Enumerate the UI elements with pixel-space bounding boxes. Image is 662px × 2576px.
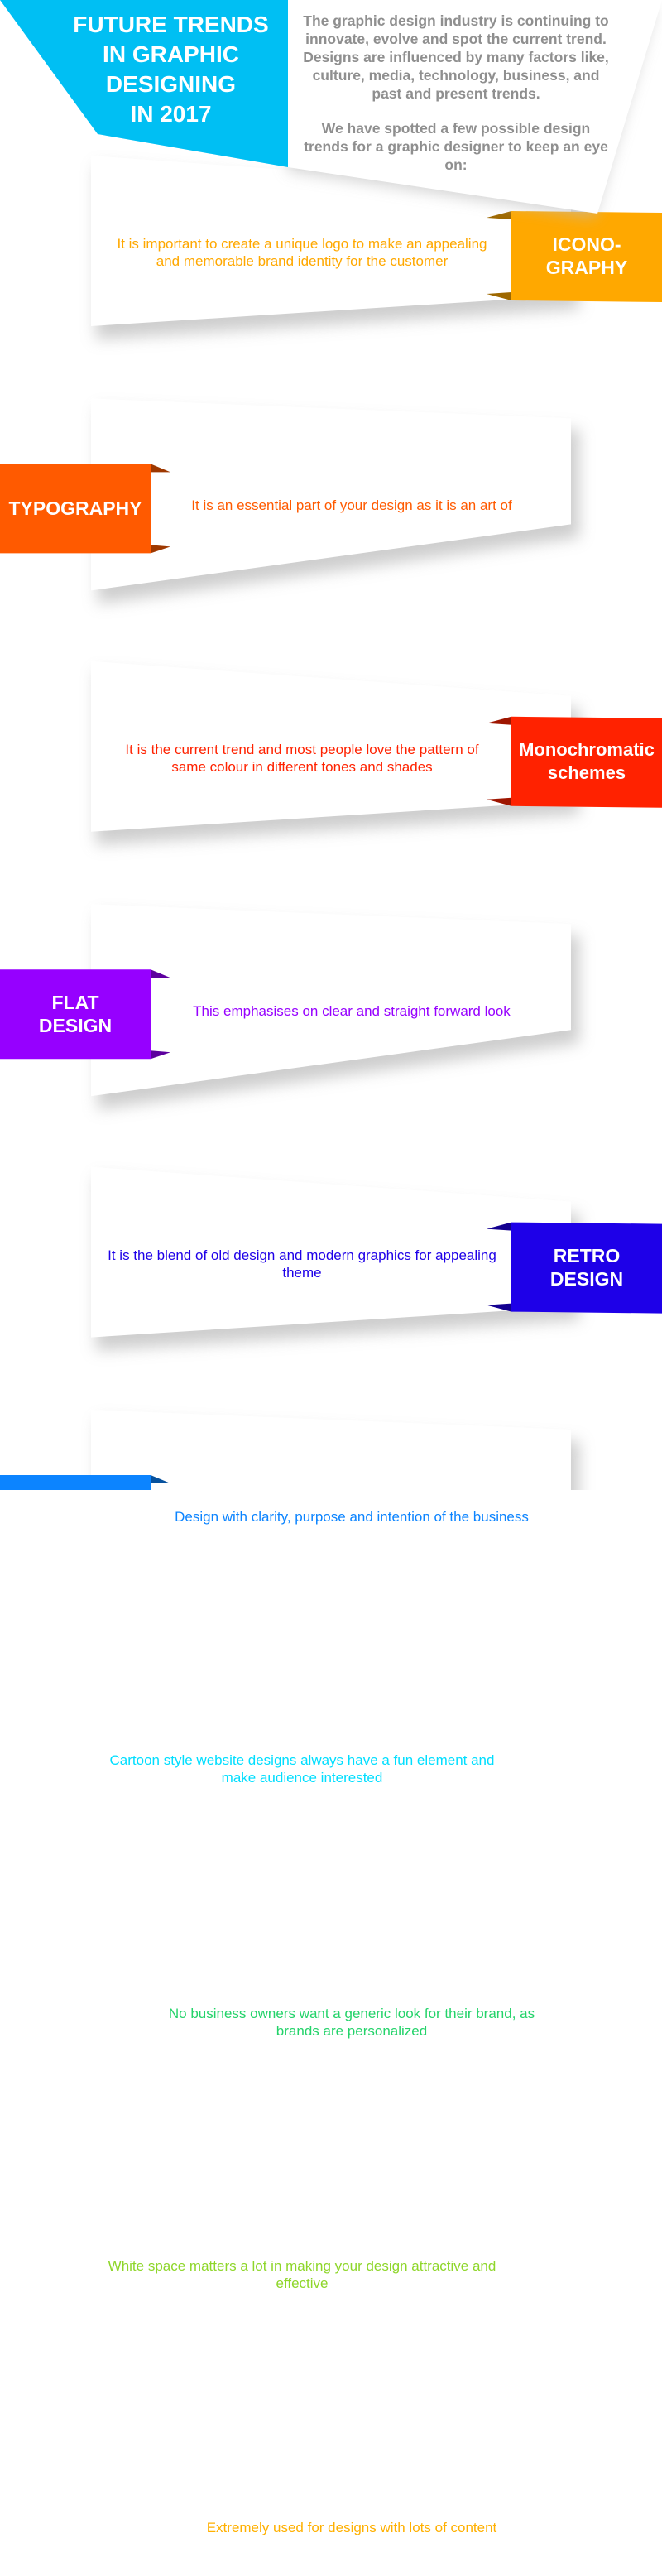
trend-description: Extremely used for designs with lots of … — [206, 2520, 497, 2536]
title-banner — [0, 0, 288, 167]
trend-ribbon — [511, 716, 662, 808]
trend-label-line: Layouts — [38, 2531, 113, 2554]
intro-paragraph-1: The graphic design industry is continuin… — [303, 12, 609, 102]
ribbon-fold — [487, 1222, 511, 1231]
trend-label-line: RETRO — [553, 1244, 621, 1266]
ribbon-fold — [487, 797, 511, 806]
intro-text: The graphic design industry is continuin… — [300, 12, 612, 190]
ribbon-fold — [151, 464, 170, 473]
intro-paragraph-2: We have spotted a few possible design tr… — [304, 120, 608, 173]
ribbon-fold — [151, 969, 170, 978]
ribbon-fold — [487, 1303, 511, 1312]
trend-panel — [91, 398, 571, 591]
trend-description: It is the current trend and most people … — [125, 741, 479, 775]
page-title: FUTURE TRENDS IN GRAPHIC DESIGNING IN 20… — [61, 10, 281, 129]
title-line: DESIGNING — [105, 71, 237, 97]
trend-ribbon — [0, 969, 151, 1060]
trend-panel — [91, 661, 571, 832]
ribbon-fold — [151, 545, 170, 554]
header-art — [0, 0, 662, 217]
trend-panel — [91, 156, 571, 326]
trend-label-line: DESIGN — [549, 1267, 624, 1290]
ribbon-fold — [487, 292, 511, 300]
title-line: FUTURE TRENDS — [73, 12, 269, 37]
trend-description: Design with clarity, purpose and intenti… — [175, 1508, 529, 1525]
trend-label-line: TYPOGRAPHY — [8, 497, 142, 520]
trend-label-line: DESIGN — [38, 1015, 113, 1037]
panels — [91, 156, 571, 1490]
ribbons — [0, 211, 662, 1490]
trend-label-line: CUSTOM — [36, 2002, 115, 2024]
trend-label-line: CARTOONS — [532, 1761, 641, 1784]
ribbon-fold — [487, 716, 511, 725]
trend-label-line: Style — [53, 1521, 98, 1541]
trend-ribbon — [0, 1475, 151, 1490]
trend-label-line: ICONO- — [552, 233, 621, 255]
trend-panel — [91, 1410, 571, 1490]
trend-label: ICONO-GRAPHY — [511, 211, 662, 300]
trend-description: Cartoon style website designs always hav… — [109, 1752, 495, 1786]
trend-description: It is an essential part of your design a… — [191, 497, 512, 513]
trend-label-line: FLAT — [51, 992, 99, 1014]
title-line: IN GRAPHIC — [103, 41, 239, 67]
trend-description: It is the blend of old design and modern… — [108, 1247, 496, 1281]
trend-ribbon — [511, 211, 662, 302]
trend-ribbon — [511, 1222, 662, 1314]
trend-label-line: WHITE — [555, 2256, 618, 2278]
trend-label: TYPOGRAPHY — [0, 464, 151, 553]
ribbon-fold — [151, 1475, 170, 1483]
trend-description: This emphasises on clear and straight fo… — [193, 1002, 511, 1019]
trend-ribbon — [0, 464, 151, 554]
trend-label-line: Modular — [38, 2508, 113, 2530]
trend-label-line: schemes — [547, 762, 626, 783]
trend-panel — [91, 1166, 571, 1338]
trend-description: It is important to create a unique logo … — [117, 236, 487, 269]
ribbon-fold — [487, 211, 511, 219]
intro-panel — [288, 0, 662, 214]
trend-label: CARTOONS — [511, 1728, 662, 1817]
trend-label-line: SPACE — [554, 2279, 619, 2301]
trend-label-line: ILLUSTRUTION — [8, 2026, 142, 2047]
infographic-canvas — [0, 0, 662, 1490]
trend-description: White space matters a lot in making your… — [108, 2258, 496, 2292]
trend-description: No business owners want a generic look f… — [168, 2005, 535, 2039]
ribbon-fold — [151, 1050, 170, 1060]
title-line: IN 2017 — [130, 101, 212, 127]
trend-panel — [91, 904, 571, 1097]
trend-label-line: Minimalistic — [23, 1497, 127, 1518]
trend-label-line: GRAPHY — [545, 257, 628, 278]
trend-label-line: Monochromatic — [519, 738, 655, 760]
